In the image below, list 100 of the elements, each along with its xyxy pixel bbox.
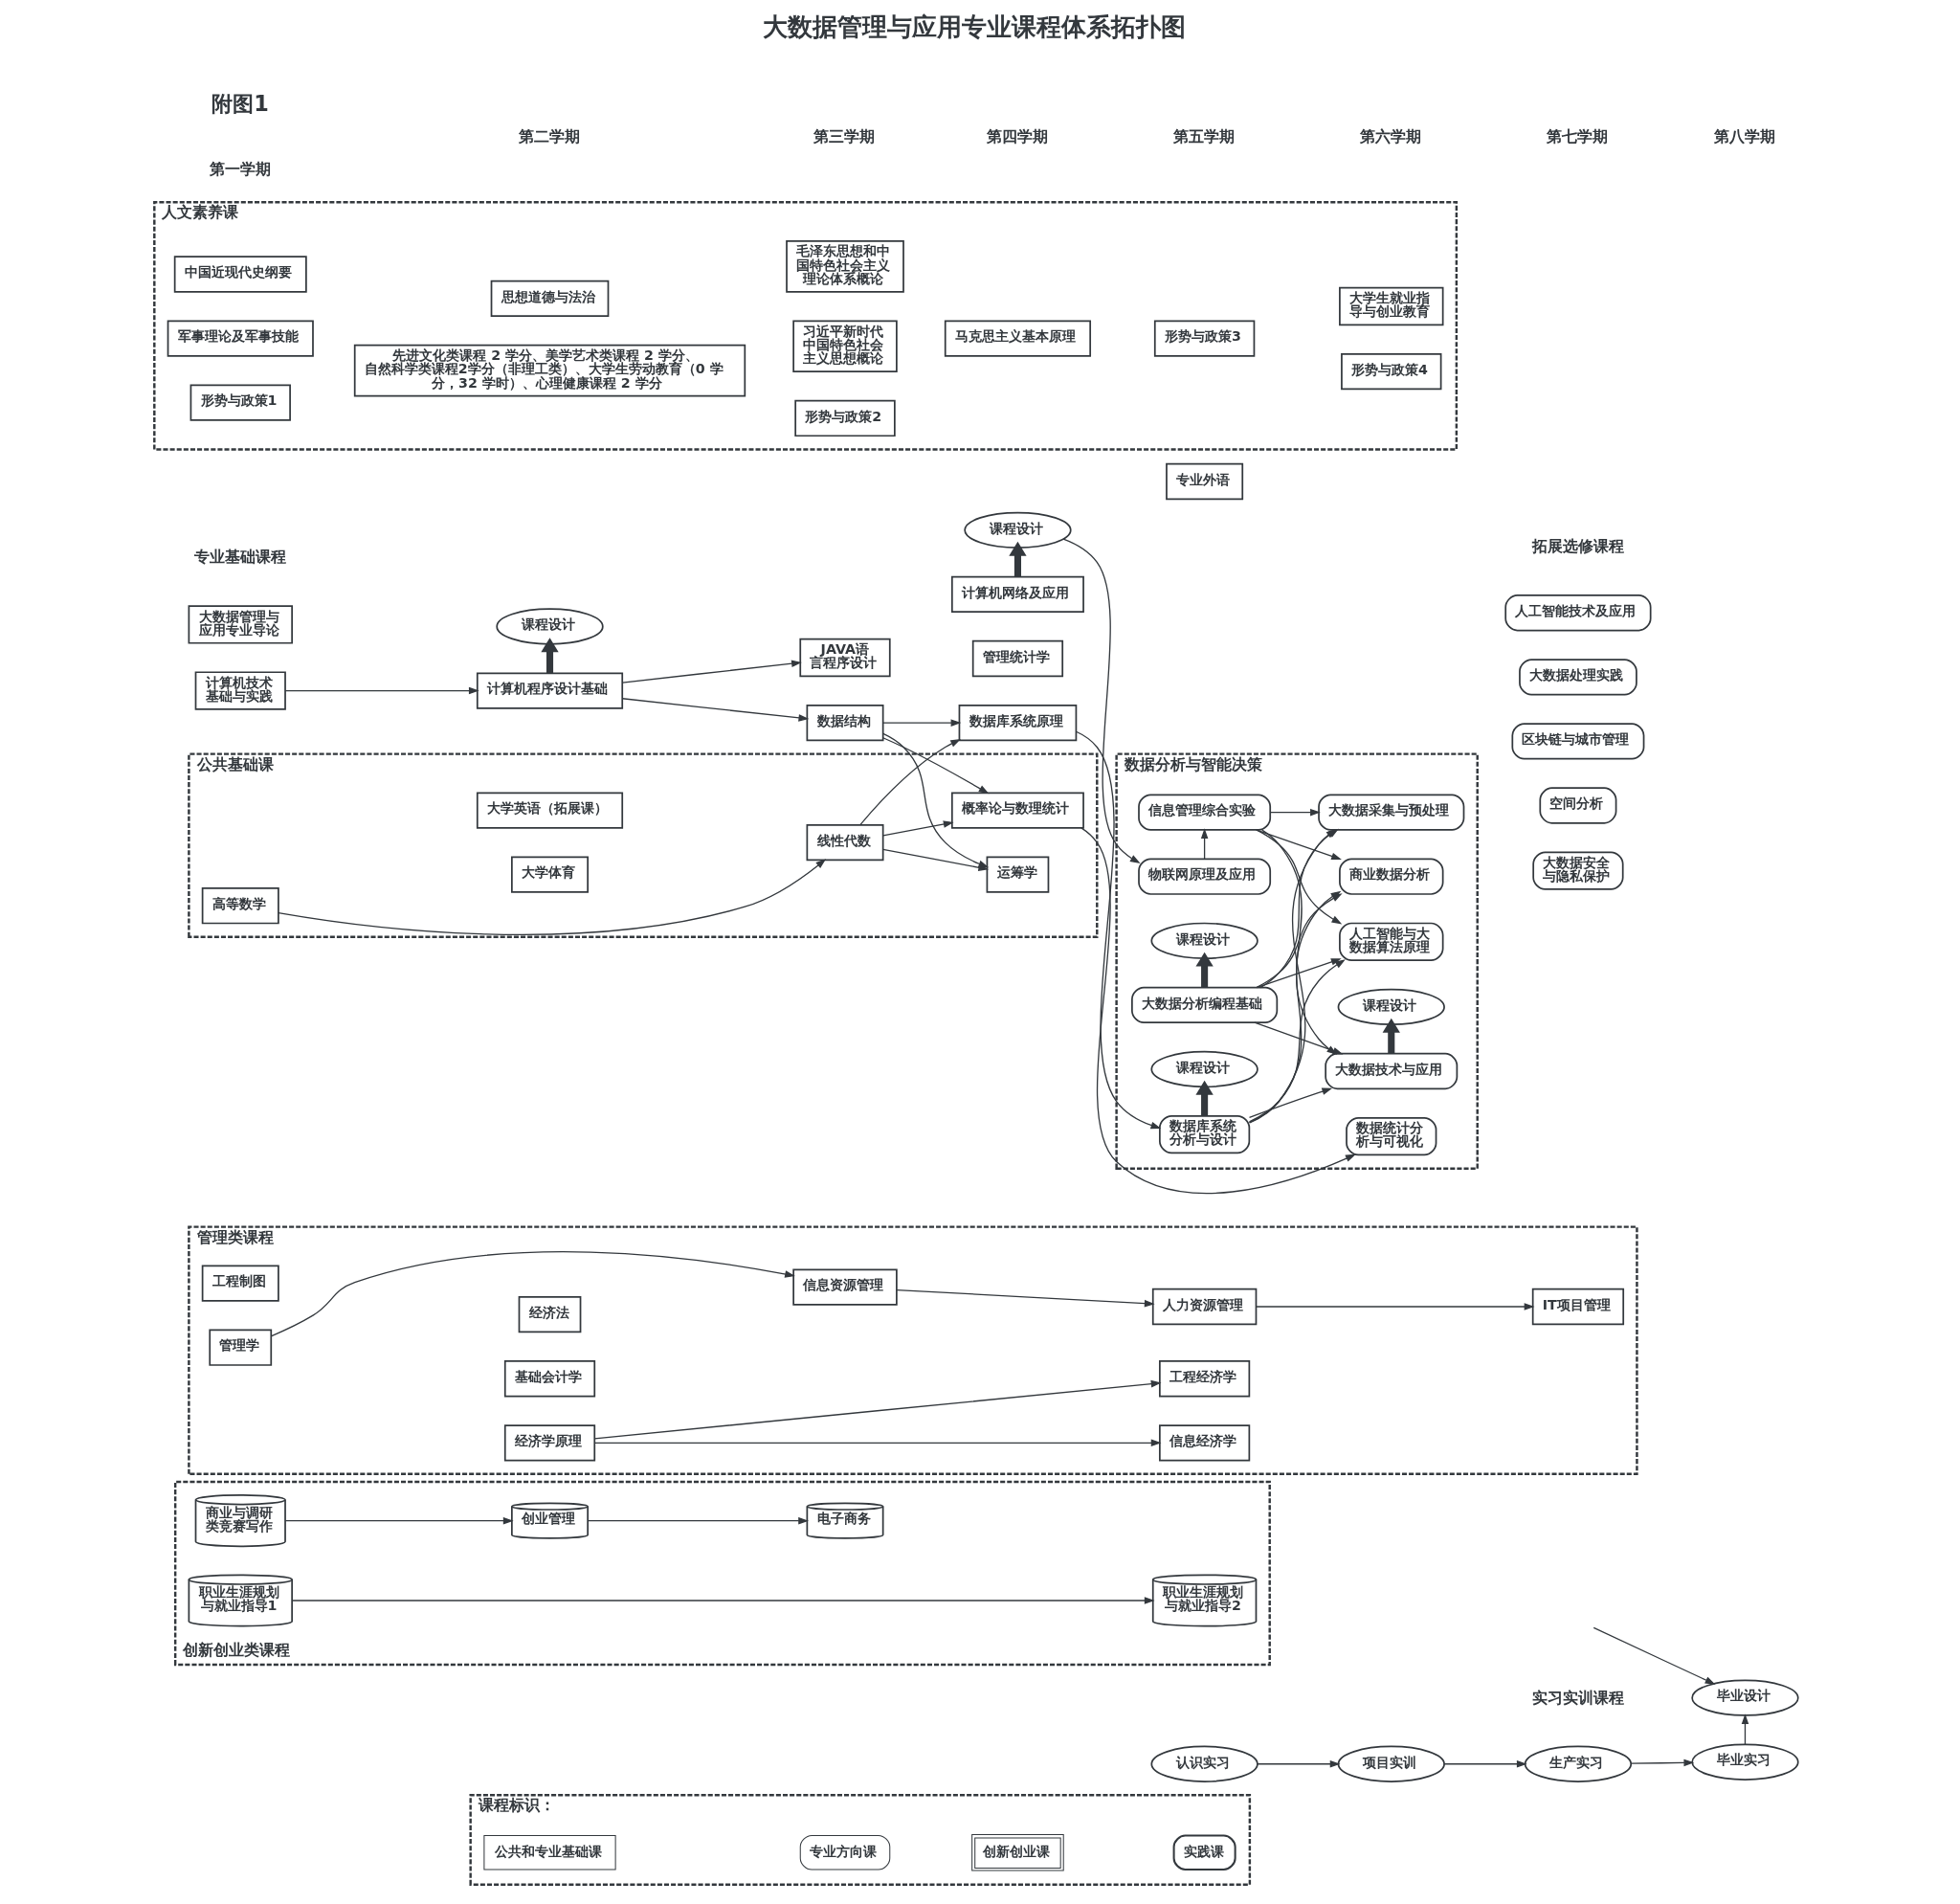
- arrow: [593, 1439, 1162, 1446]
- node-box: 中国近现代史纲要: [173, 255, 307, 293]
- arrow: [291, 1596, 1155, 1604]
- node-box: 形势与政策1: [189, 384, 291, 421]
- diagram-title: 大数据管理与应用专业课程体系拓扑图: [762, 11, 1186, 41]
- node-box: 马克思主义基本原理: [944, 319, 1092, 357]
- arrow: [587, 1516, 809, 1524]
- node-box: 数据库系统分析与设计: [1159, 1114, 1251, 1154]
- node-box: 大数据采集与预处理: [1318, 793, 1465, 831]
- node-box: 思想道德与法治: [490, 280, 610, 317]
- node-box: 大数据技术与应用: [1325, 1052, 1459, 1089]
- node-box: 形势与政策3: [1153, 319, 1256, 357]
- node-box: 区块链与城市管理: [1511, 722, 1645, 760]
- arrow: [896, 1288, 1155, 1307]
- node-box: 军事理论及军事技能: [167, 319, 314, 357]
- arrow: [284, 686, 479, 694]
- label: 第五学期: [1173, 126, 1236, 146]
- node-box: 习近平新时代中国特色社会主义思想概论: [792, 319, 898, 372]
- node-box: 高等数学: [201, 886, 279, 924]
- legend-label: 专业方向课: [810, 1843, 878, 1859]
- node-ellipse: 生产实习: [1524, 1745, 1633, 1782]
- arrow: [541, 637, 559, 673]
- node-box: 计算机技术基础与实践: [194, 670, 286, 710]
- node-box: 大数据安全与隐私保护: [1532, 850, 1624, 890]
- arrow: [1382, 1018, 1400, 1054]
- node-box: 信息资源管理: [792, 1268, 898, 1306]
- arrow: [1195, 1080, 1214, 1116]
- node-box: 物联网原理及应用: [1138, 858, 1272, 895]
- arrow: [1248, 1087, 1333, 1118]
- legend-label: 实践课: [1184, 1843, 1225, 1859]
- node-box: 先进文化类课程 2 学分、美学艺术类课程 2 学分、自然科学类课程2学分（非理工类）、大学生劳动教育（0 学分，32 学时）、心理健康课程 2 学分: [353, 344, 746, 396]
- arrow: [882, 819, 954, 836]
- node-box: 数据统计分析与可视化: [1346, 1116, 1437, 1155]
- node-box: 大学体育: [511, 856, 589, 893]
- node-box: 形势与政策4: [1341, 352, 1442, 390]
- node-box: 专业外语: [1166, 462, 1244, 500]
- node-box: 毛泽东思想和中国特色社会主义理论体系概论: [786, 239, 904, 293]
- node-box: 信息管理综合实验: [1138, 793, 1272, 831]
- label: 第三学期: [813, 126, 876, 146]
- node-box: 工程制图: [201, 1264, 279, 1302]
- arrow: [621, 659, 802, 683]
- node-box: 形势与政策2: [794, 399, 896, 437]
- node-box: 人工智能技术及应用: [1504, 594, 1652, 631]
- node-box: 数据结构: [806, 704, 884, 741]
- arrow: [621, 697, 810, 722]
- node-box: 大数据处理实践: [1519, 658, 1637, 695]
- arrow: [1195, 952, 1214, 988]
- node-box: 工程经济学: [1159, 1359, 1251, 1397]
- node-box: 空间分析: [1539, 786, 1617, 824]
- arrow: [1257, 1759, 1341, 1768]
- node-box: 经济法: [518, 1295, 582, 1333]
- arrow: [1062, 537, 1141, 863]
- node-box: IT项目管理: [1531, 1288, 1625, 1325]
- node-box: JAVA语言程序设计: [799, 638, 891, 677]
- arrow: [1592, 1626, 1716, 1685]
- node-ellipse: 课程设计: [1150, 1050, 1258, 1087]
- node-box: 数据库系统原理: [958, 704, 1078, 741]
- arrow: [1741, 1713, 1749, 1745]
- arrow: [882, 736, 990, 794]
- label: 拓展选修课程: [1531, 536, 1624, 555]
- legend-label: 创新创业课: [982, 1843, 1050, 1859]
- node-ellipse: 毕业实习: [1691, 1743, 1799, 1781]
- node-box: 大数据管理与应用专业导论: [188, 604, 293, 644]
- label: 第七学期: [1547, 126, 1609, 146]
- node-ellipse: 认识实习: [1150, 1745, 1258, 1782]
- node-box: 人力资源管理: [1151, 1288, 1258, 1325]
- node-box: 大学生就业指导与创业教育: [1339, 286, 1444, 325]
- label: 第八学期: [1713, 126, 1775, 146]
- node-box: 信息经济学: [1159, 1423, 1251, 1461]
- label: 第四学期: [986, 126, 1048, 146]
- node-box: 运筹学: [986, 856, 1050, 893]
- node-ellipse: 项目实训: [1337, 1745, 1445, 1782]
- node-box: 管理学: [209, 1329, 273, 1366]
- arrow: [1200, 827, 1209, 860]
- node-box: 线性代数: [806, 823, 884, 861]
- arrow: [593, 1379, 1162, 1439]
- node-box: 计算机程序设计基础: [476, 671, 624, 709]
- arrow: [882, 718, 962, 727]
- node-ellipse: 课程设计: [1337, 988, 1445, 1025]
- arrow: [1075, 730, 1162, 1129]
- label: 专业基础课程: [193, 547, 286, 566]
- label: 第二学期: [518, 126, 580, 146]
- node-ellipse: 课程设计: [1150, 922, 1258, 959]
- node-box: 基础会计学: [503, 1359, 596, 1397]
- node-box: 商业数据分析: [1339, 858, 1444, 895]
- arrow: [1269, 808, 1321, 816]
- legend-label: 公共和专业基础课: [494, 1843, 602, 1859]
- label: 第一学期: [209, 159, 271, 178]
- arrow: [1443, 1759, 1527, 1768]
- label: 第六学期: [1360, 126, 1422, 146]
- arrow: [270, 1250, 795, 1336]
- arrow: [1630, 1758, 1695, 1766]
- node-box: 经济学原理: [503, 1423, 596, 1461]
- arrow: [1009, 541, 1027, 577]
- node-box: 概率论与数理统计: [950, 791, 1084, 829]
- node-box: 管理统计学: [971, 639, 1064, 677]
- node-box: 计算机网络及应用: [950, 575, 1084, 613]
- arrow: [284, 1516, 514, 1524]
- node-box: 人工智能与大数据算法原理: [1339, 922, 1444, 961]
- node-ellipse: 课程设计: [964, 511, 1072, 549]
